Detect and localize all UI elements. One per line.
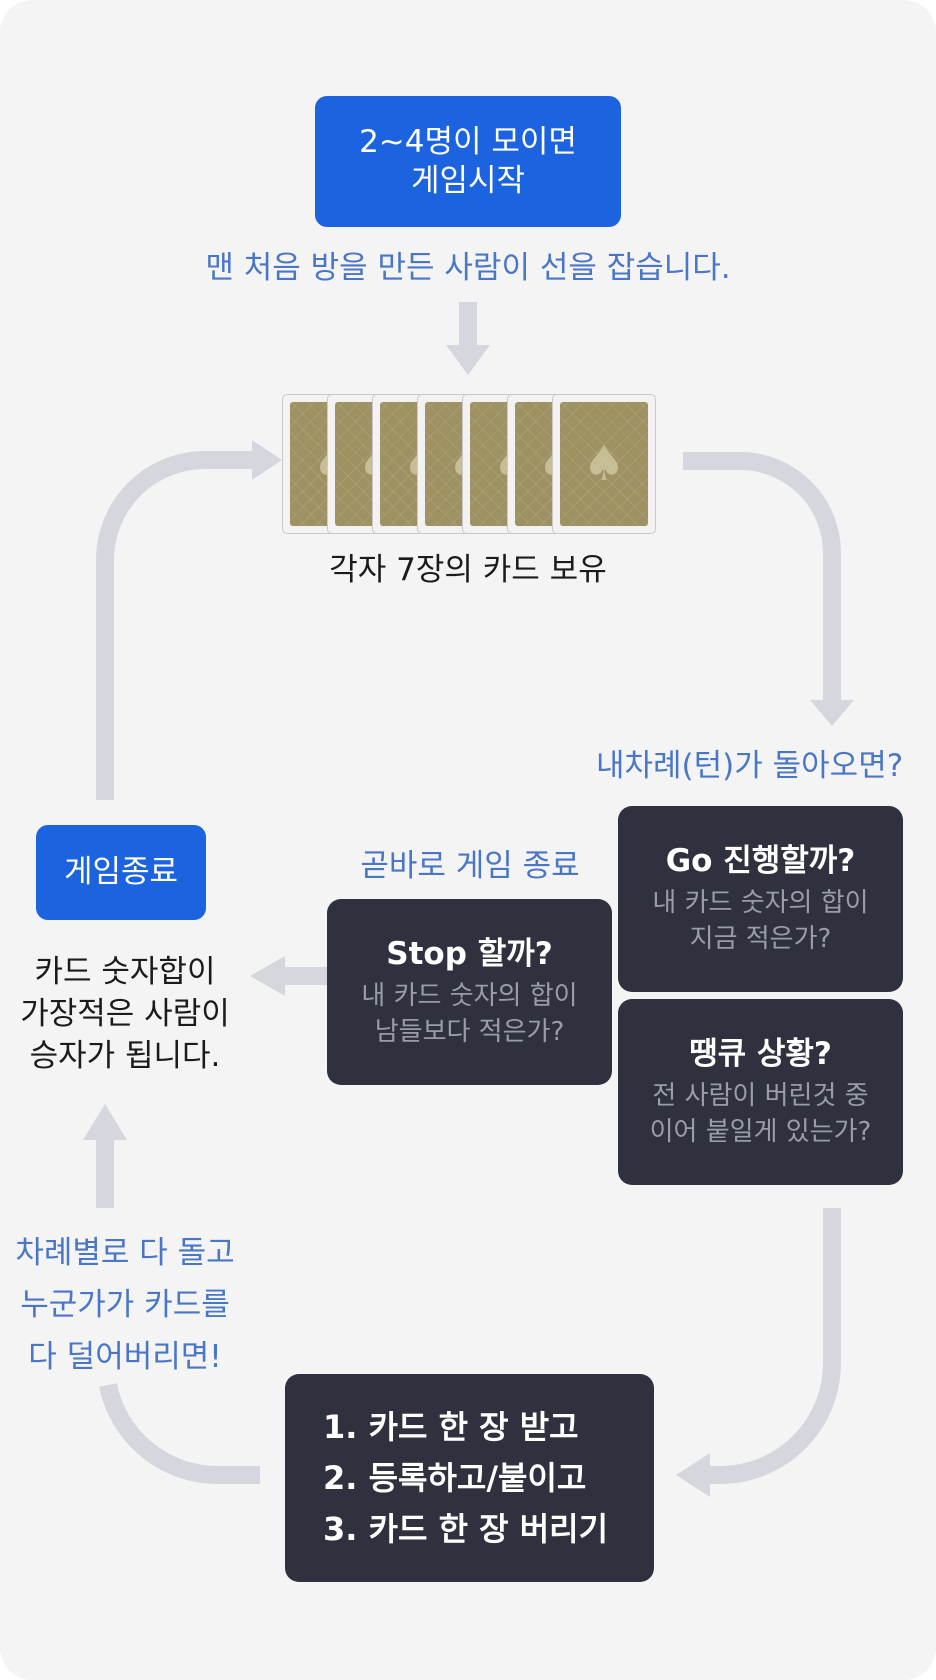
- ddaengkyu-title: 땡큐 상황?: [689, 1036, 832, 1072]
- step-2: 2. 등록하고/붙이고: [323, 1458, 587, 1497]
- card-fan: ♠♠♠♠♠♠♠: [282, 394, 660, 534]
- spade-icon: ♠: [582, 436, 626, 492]
- stop-desc-line-1: 내 카드 숫자의 합이: [361, 981, 578, 1011]
- arrow-head-down-turn: [810, 700, 854, 726]
- stop-title: Stop 할까?: [386, 936, 553, 972]
- step-3: 3. 카드 한 장 버리기: [323, 1509, 609, 1548]
- winner-line-1: 카드 숫자합이: [34, 954, 216, 990]
- arrow-head-right-cards: [252, 440, 282, 480]
- ddaengkyu-desc-line-2: 이어 붙일게 있는가?: [649, 1117, 872, 1147]
- ddaengkyu-desc: 전 사람이 버린것 중 이어 붙일게 있는가?: [650, 1078, 872, 1150]
- arrow-head-down-cards: [446, 345, 490, 375]
- arrow-end-to-cards: [96, 451, 252, 800]
- stop-box: Stop 할까? 내 카드 숫자의 합이 남들보다 적은가?: [327, 899, 612, 1085]
- start-box-line-1: 2~4명이 모이면: [359, 123, 577, 160]
- round-note-line-3: 다 덜어버리면!: [28, 1339, 222, 1375]
- card-back-pattern: ♠: [560, 402, 648, 526]
- go-box: Go 진행할까? 내 카드 숫자의 합이 지금 적은가?: [618, 806, 903, 992]
- start-note: 맨 처음 방을 만든 사람이 선을 잡습니다.: [205, 250, 731, 286]
- arrow-cards-to-turn: [683, 452, 841, 700]
- winner-text: 카드 숫자합이 가장적은 사람이 승자가 됩니다.: [0, 951, 250, 1077]
- stop-desc-line-2: 남들보다 적은가?: [374, 1017, 565, 1047]
- go-desc: 내 카드 숫자의 합이 지금 적은가?: [652, 885, 868, 957]
- start-box: 2~4명이 모이면 게임시작: [315, 96, 621, 227]
- ddaengkyu-desc-line-1: 전 사람이 버린것 중: [652, 1081, 869, 1111]
- arrow-head-left-winner: [250, 956, 285, 996]
- turn-steps-box: 1. 카드 한 장 받고 2. 등록하고/붙이고 3. 카드 한 장 버리기: [285, 1374, 654, 1582]
- round-note-line-1: 차례별로 다 돌고: [15, 1235, 235, 1271]
- go-desc-line-2: 지금 적은가?: [689, 924, 832, 954]
- start-box-line-2: 게임시작: [410, 162, 526, 199]
- ddaengkyu-box: 땡큐 상황? 전 사람이 버린것 중 이어 붙일게 있는가?: [618, 999, 903, 1185]
- arrow-head-left-steps: [676, 1453, 710, 1497]
- end-box: 게임종료: [36, 825, 206, 920]
- arrow-head-up-winner: [83, 1104, 127, 1140]
- turn-question: 내차례(턴)가 돌아오면?: [596, 748, 904, 784]
- arrow-turn-to-steps: [710, 1208, 841, 1484]
- go-desc-line-1: 내 카드 숫자의 합이: [652, 888, 869, 918]
- end-box-label: 게임종료: [63, 854, 179, 890]
- cards-label: 각자 7장의 카드 보유: [329, 552, 607, 588]
- go-title: Go 진행할까?: [665, 843, 856, 879]
- round-note-line-2: 누군가가 카드를: [20, 1287, 230, 1323]
- arrow-steps-to-round: [99, 1383, 260, 1485]
- step-1: 1. 카드 한 장 받고: [323, 1407, 579, 1446]
- stop-note: 곧바로 게임 종료: [360, 848, 580, 884]
- stop-desc: 내 카드 숫자의 합이 남들보다 적은가?: [361, 978, 577, 1050]
- winner-line-3: 승자가 됩니다.: [29, 1038, 221, 1074]
- winner-line-2: 가장적은 사람이: [20, 996, 230, 1032]
- card-back: ♠: [552, 394, 656, 534]
- round-note: 차례별로 다 돌고 누군가가 카드를 다 덜어버리면!: [0, 1227, 250, 1383]
